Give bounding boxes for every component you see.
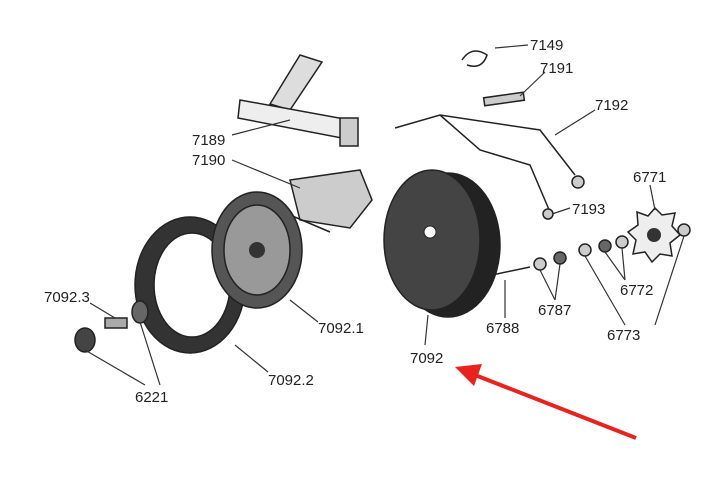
label-6773: 6773 [607, 327, 640, 344]
red-arrow-icon [455, 364, 637, 440]
sprocket [626, 206, 682, 264]
label-6772: 6772 [620, 282, 653, 299]
label-7193: 7193 [572, 201, 605, 218]
label-6771: 6771 [633, 169, 666, 186]
label-6221: 6221 [135, 389, 168, 406]
hardware [74, 175, 691, 353]
label-7092-2: 7092.2 [268, 372, 314, 389]
label-7092: 7092 [410, 350, 443, 367]
label-7092-1: 7092.1 [318, 320, 364, 337]
label-7192: 7192 [595, 97, 628, 114]
mounting-bracket [237, 54, 359, 147]
leader-lines [84, 44, 685, 386]
label-7190: 7190 [192, 152, 225, 169]
label-7191: 7191 [540, 60, 573, 77]
rods [394, 50, 576, 213]
label-6788: 6788 [486, 320, 519, 337]
label-7189: 7189 [192, 132, 225, 149]
label-6787: 6787 [538, 302, 571, 319]
label-7092-3: 7092.3 [44, 289, 90, 306]
wheel [383, 169, 501, 318]
label-7149: 7149 [530, 37, 563, 54]
adjuster-plate [289, 169, 373, 233]
wheel-rim [211, 191, 303, 309]
